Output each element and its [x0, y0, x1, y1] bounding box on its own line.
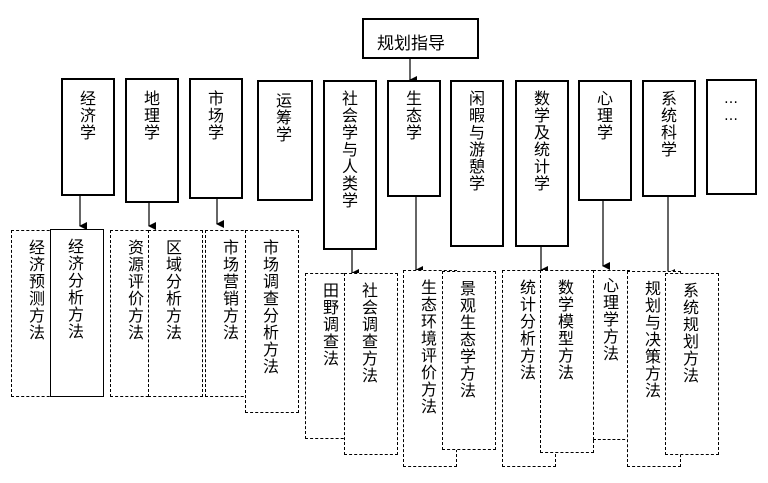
method-label: 社会调查方法 [359, 282, 378, 384]
discipline-node-psy: 心理学 [578, 80, 632, 201]
discipline-node-sys: 系统科学 [642, 80, 696, 197]
method-label: 规划与决策方法 [642, 280, 661, 399]
discipline-node-leisure: 闲暇与游憩学 [450, 80, 504, 247]
method-node: 经济分析方法 [50, 229, 104, 397]
method-label: 生态环境评价方法 [418, 279, 437, 415]
method-label: 统计分析方法 [517, 279, 536, 381]
discipline-node-geo: 地理学 [125, 78, 179, 203]
discipline-label: 经济学 [77, 90, 96, 141]
discipline-label: 系统科学 [658, 90, 677, 158]
method-node: 社会调查方法 [344, 273, 398, 455]
root-node: 规划指导 [362, 18, 479, 59]
discipline-label: 生态学 [403, 90, 422, 141]
discipline-label: 地理学 [141, 90, 160, 141]
method-label: 景观生态学方法 [457, 280, 476, 399]
method-node: 市场调查分析方法 [245, 230, 299, 413]
method-label: 系统规划方法 [680, 282, 699, 384]
discipline-node-more: …… [706, 79, 757, 195]
discipline-label: 市场学 [205, 90, 224, 141]
method-node: 区域分析方法 [148, 230, 203, 397]
root-label: 规划指导 [377, 34, 445, 54]
discipline-node-eco: 生态学 [387, 80, 441, 197]
discipline-label: 社会学与人类学 [339, 90, 358, 209]
method-label: 市场调查分析方法 [260, 239, 279, 375]
discipline-label: 运筹学 [273, 92, 292, 143]
discipline-label: 闲暇与游憩学 [466, 90, 485, 192]
discipline-node-ops: 运筹学 [257, 80, 313, 201]
discipline-node-stat: 数学及统计学 [515, 80, 569, 247]
method-label: 资源评价方法 [125, 239, 144, 341]
method-label: 经济预测方法 [26, 239, 45, 341]
discipline-node-econ: 经济学 [61, 78, 115, 196]
method-node: 系统规划方法 [665, 273, 719, 455]
method-label: 经济分析方法 [65, 238, 84, 340]
discipline-label: …… [723, 91, 739, 125]
method-label: 区域分析方法 [163, 239, 182, 341]
method-label: 心理学方法 [600, 277, 619, 362]
method-node: 数学模型方法 [540, 270, 594, 453]
method-label: 市场营销方法 [220, 239, 239, 341]
discipline-node-soc: 社会学与人类学 [323, 80, 377, 250]
discipline-node-market: 市场学 [189, 78, 243, 199]
method-label: 田野调查法 [320, 282, 339, 367]
method-node: 景观生态学方法 [442, 271, 496, 450]
discipline-label: 数学及统计学 [531, 90, 550, 192]
discipline-label: 心理学 [594, 90, 613, 141]
method-node: 心理学方法 [593, 270, 630, 440]
method-label: 数学模型方法 [555, 279, 574, 381]
